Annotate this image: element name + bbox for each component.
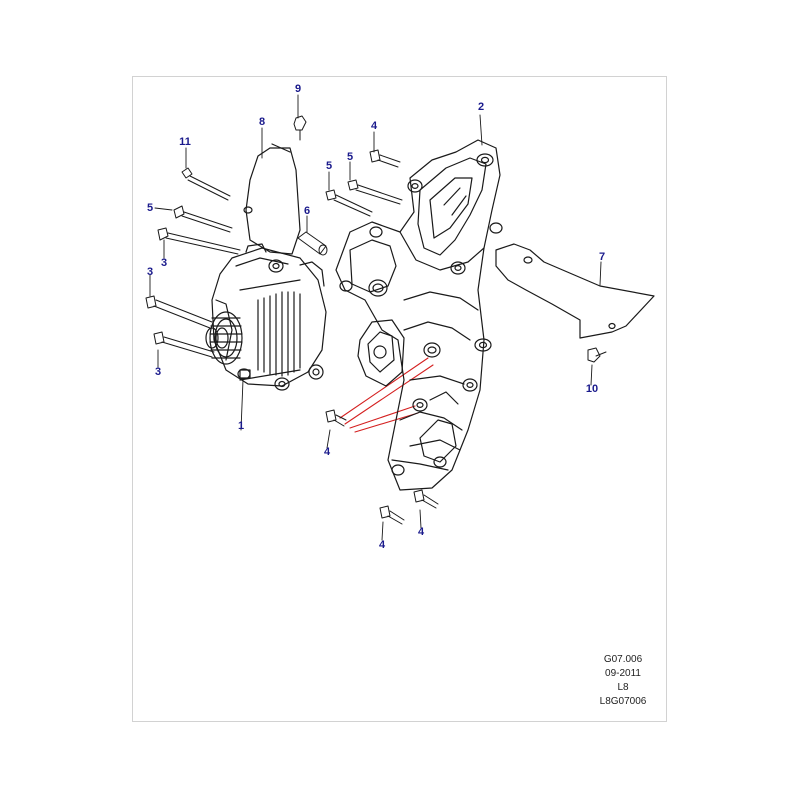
bolts [145,115,607,525]
callout-7: 7 [598,251,606,263]
diagram-date: 09-2011 [605,668,641,679]
callout-9: 9 [294,83,302,95]
diagram-ref: G07.006 [603,654,643,665]
red-leader-lines [339,357,434,433]
diagram-variant: L8 [617,682,629,693]
callout-4-bottom-left: 4 [378,539,386,551]
callout-4-bottom-right: 4 [417,526,425,538]
callout-5-left: 5 [146,202,154,214]
diagram-frame [132,76,667,722]
diagram-code: L8G07006 [599,696,647,707]
callout-8: 8 [258,116,266,128]
alternator [205,243,327,391]
callout-3-lower: 3 [154,366,162,378]
callout-4-left: 4 [323,446,331,458]
callout-11: 11 [179,136,191,148]
mounting-bracket [335,139,501,491]
callout-3-middle: 3 [146,266,154,278]
wiring-cover [243,143,301,255]
callout-6: 6 [303,205,311,217]
callout-1: 1 [237,420,245,432]
callout-10: 10 [585,383,599,395]
diagram-reference-block: G07.006 09-2011 L8 L8G07006 [588,653,658,709]
callout-2: 2 [477,101,485,113]
heat-shield [495,243,655,339]
callout-5-a: 5 [325,160,333,172]
bracket-bosses [339,153,503,476]
leader-lines [149,94,602,541]
callout-5-b: 5 [346,151,354,163]
callout-3-upper: 3 [160,257,168,269]
callout-4-top: 4 [370,120,378,132]
